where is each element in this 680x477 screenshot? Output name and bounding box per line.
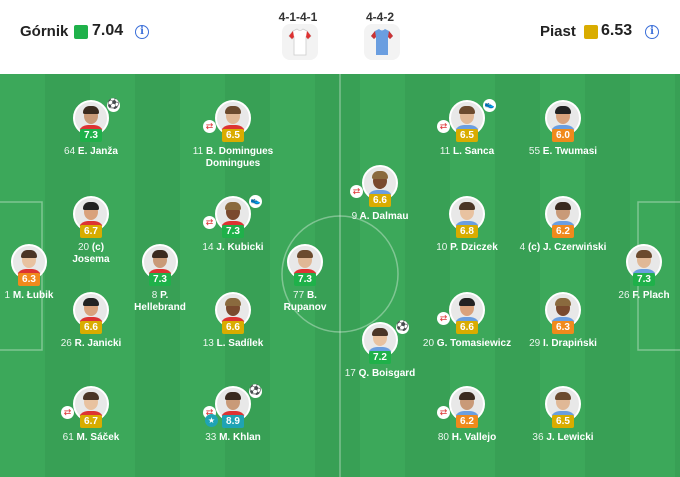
substitution-icon: ⇄ [203, 216, 216, 229]
player-rupanov[interactable]: 7.3 77 B.Rupanov [255, 244, 355, 324]
home-info-icon[interactable]: i [135, 25, 149, 39]
substitution-icon: ⇄ [437, 312, 450, 325]
player-plach[interactable]: 7.3 26 F. Plach [594, 244, 680, 324]
player-rating: 6.6 [80, 321, 102, 334]
player-rating: 6.2 [552, 225, 574, 238]
player-lubik[interactable]: 6.3 1 M. Łubik [0, 244, 79, 324]
player-rating: 7.3 [633, 273, 655, 286]
assist-boot-icon: 👟 [249, 195, 262, 208]
player-name: 26 F. Plach [618, 290, 670, 301]
match-header: Górnik 7.04 i 4-1-4-1 4-4-2 Piast 6.53 i [0, 0, 680, 74]
home-team-name[interactable]: Górnik [20, 23, 69, 40]
assist-boot-icon: 👟 [483, 99, 496, 112]
player-rating: 6.8 [456, 225, 478, 238]
player-kubicki[interactable]: 7.3 14 J. Kubicki ⇄ 👟 [183, 195, 283, 276]
player-rating: 7.3 [222, 225, 244, 238]
player-name: 8 P.Hellebrand [134, 290, 186, 313]
player-rating: 6.0 [552, 129, 574, 142]
player-rating: 6.6 [222, 321, 244, 334]
player-rating: 6.6 [369, 194, 391, 207]
goal-ball-icon: ⚽ [249, 385, 262, 398]
player-name: 20 (c)Josema [72, 242, 110, 265]
player-dalmau[interactable]: 6.6 9 A. Dalmau ⇄ [330, 165, 430, 245]
substitution-icon: ⇄ [350, 185, 363, 198]
player-name: 77 B.Rupanov [283, 290, 327, 313]
home-jersey-icon [288, 28, 312, 56]
substitution-icon: ⇄ [61, 406, 74, 419]
player-janza[interactable]: 7.3 64 E. Janža ⚽ [41, 99, 141, 180]
player-name: 17 Q. Boisgard [344, 368, 416, 379]
substitution-icon: ⇄ [203, 120, 216, 133]
player-name: 55 E. Twumasi [528, 146, 598, 157]
substitution-icon: ⇄ [437, 406, 450, 419]
player-czerwinski[interactable]: 6.2 4 (c) J. Czerwiński [513, 196, 613, 276]
player-lewicki[interactable]: 6.5 36 J. Lewicki [513, 386, 613, 466]
away-jersey [364, 24, 400, 60]
player-rating: 6.3 [18, 273, 40, 286]
player-name: 10 P. Dziczek [436, 242, 498, 253]
player-name: 9 A. Dalmau [351, 211, 409, 222]
player-name: 33 M. Khlan [205, 432, 261, 443]
away-info-icon[interactable]: i [645, 25, 659, 39]
player-name: 36 J. Lewicki [532, 432, 594, 443]
home-team-rating: 7.04 [92, 22, 124, 39]
away-team-name[interactable]: Piast [540, 23, 576, 40]
player-janicki[interactable]: 6.6 26 R. Janicki [41, 292, 141, 372]
goal-ball-icon: ⚽ [396, 321, 409, 334]
player-rating: 6.5 [222, 129, 244, 142]
home-jersey [282, 24, 318, 60]
player-rating: 8.9 [222, 415, 244, 428]
player-tomasiewicz[interactable]: 6.6 20 G. Tomasiewicz ⇄ [417, 292, 517, 372]
player-avatar [449, 292, 485, 328]
away-rating-badge [584, 25, 598, 39]
player-vallejo[interactable]: 6.2 80 H. Vallejo ⇄ [417, 386, 517, 466]
player-twumasi[interactable]: 6.0 55 E. Twumasi [513, 100, 613, 180]
player-hellebrand[interactable]: 7.3 8 P.Hellebrand [110, 244, 210, 324]
player-of-match-star-icon: ★ [205, 414, 218, 427]
player-name: 1 M. Łubik [4, 290, 54, 301]
player-dziczek[interactable]: 6.8 10 P. Dziczek [417, 196, 517, 276]
player-rating: 6.3 [552, 321, 574, 334]
player-name: 13 L. Sadílek [202, 338, 264, 349]
away-team-rating: 6.53 [601, 22, 633, 39]
player-rating: 7.2 [369, 351, 391, 364]
player-name: 20 G. Tomasiewicz [422, 338, 512, 349]
player-avatar [11, 244, 47, 280]
player-rating: 6.7 [80, 415, 102, 428]
substitution-icon: ⇄ [437, 120, 450, 133]
home-rating-badge [74, 25, 88, 39]
player-name: 29 I. Drapiński [529, 338, 597, 349]
player-sacek[interactable]: 6.7 61 M. Sáček ⇄ [41, 386, 141, 466]
player-sanca[interactable]: 6.5 11 L. Sanca ⇄ 👟 [417, 99, 517, 180]
player-rating: 6.5 [456, 129, 478, 142]
player-rating: 6.5 [552, 415, 574, 428]
player-rating: 6.7 [80, 225, 102, 238]
player-name: 14 J. Kubicki [202, 242, 264, 253]
player-josema[interactable]: 6.7 20 (c)Josema [41, 196, 141, 276]
player-name: 4 (c) J. Czerwiński [519, 242, 607, 253]
player-rating: 7.3 [294, 273, 316, 286]
player-rating: 7.3 [80, 129, 102, 142]
player-rating: 6.2 [456, 415, 478, 428]
player-rating: 6.6 [456, 321, 478, 334]
player-sadilek[interactable]: 6.6 13 L. Sadílek [183, 292, 283, 372]
away-formation: 4-4-2 [365, 10, 394, 24]
player-boisgard[interactable]: 7.2 17 Q. Boisgard ⚽ [330, 321, 430, 402]
player-name: 64 E. Janža [64, 146, 118, 157]
player-name: 26 R. Janicki [60, 338, 122, 349]
player-drapinski[interactable]: 6.3 29 I. Drapiński [513, 292, 613, 372]
player-name: 61 M. Sáček [62, 432, 120, 443]
player-rating: 7.3 [149, 273, 171, 286]
player-name: 11 L. Sanca [439, 146, 495, 157]
player-name: 80 H. Vallejo [437, 432, 497, 443]
goal-ball-icon: ⚽ [107, 99, 120, 112]
away-jersey-icon [371, 29, 393, 55]
home-formation: 4-1-4-1 [278, 10, 318, 24]
